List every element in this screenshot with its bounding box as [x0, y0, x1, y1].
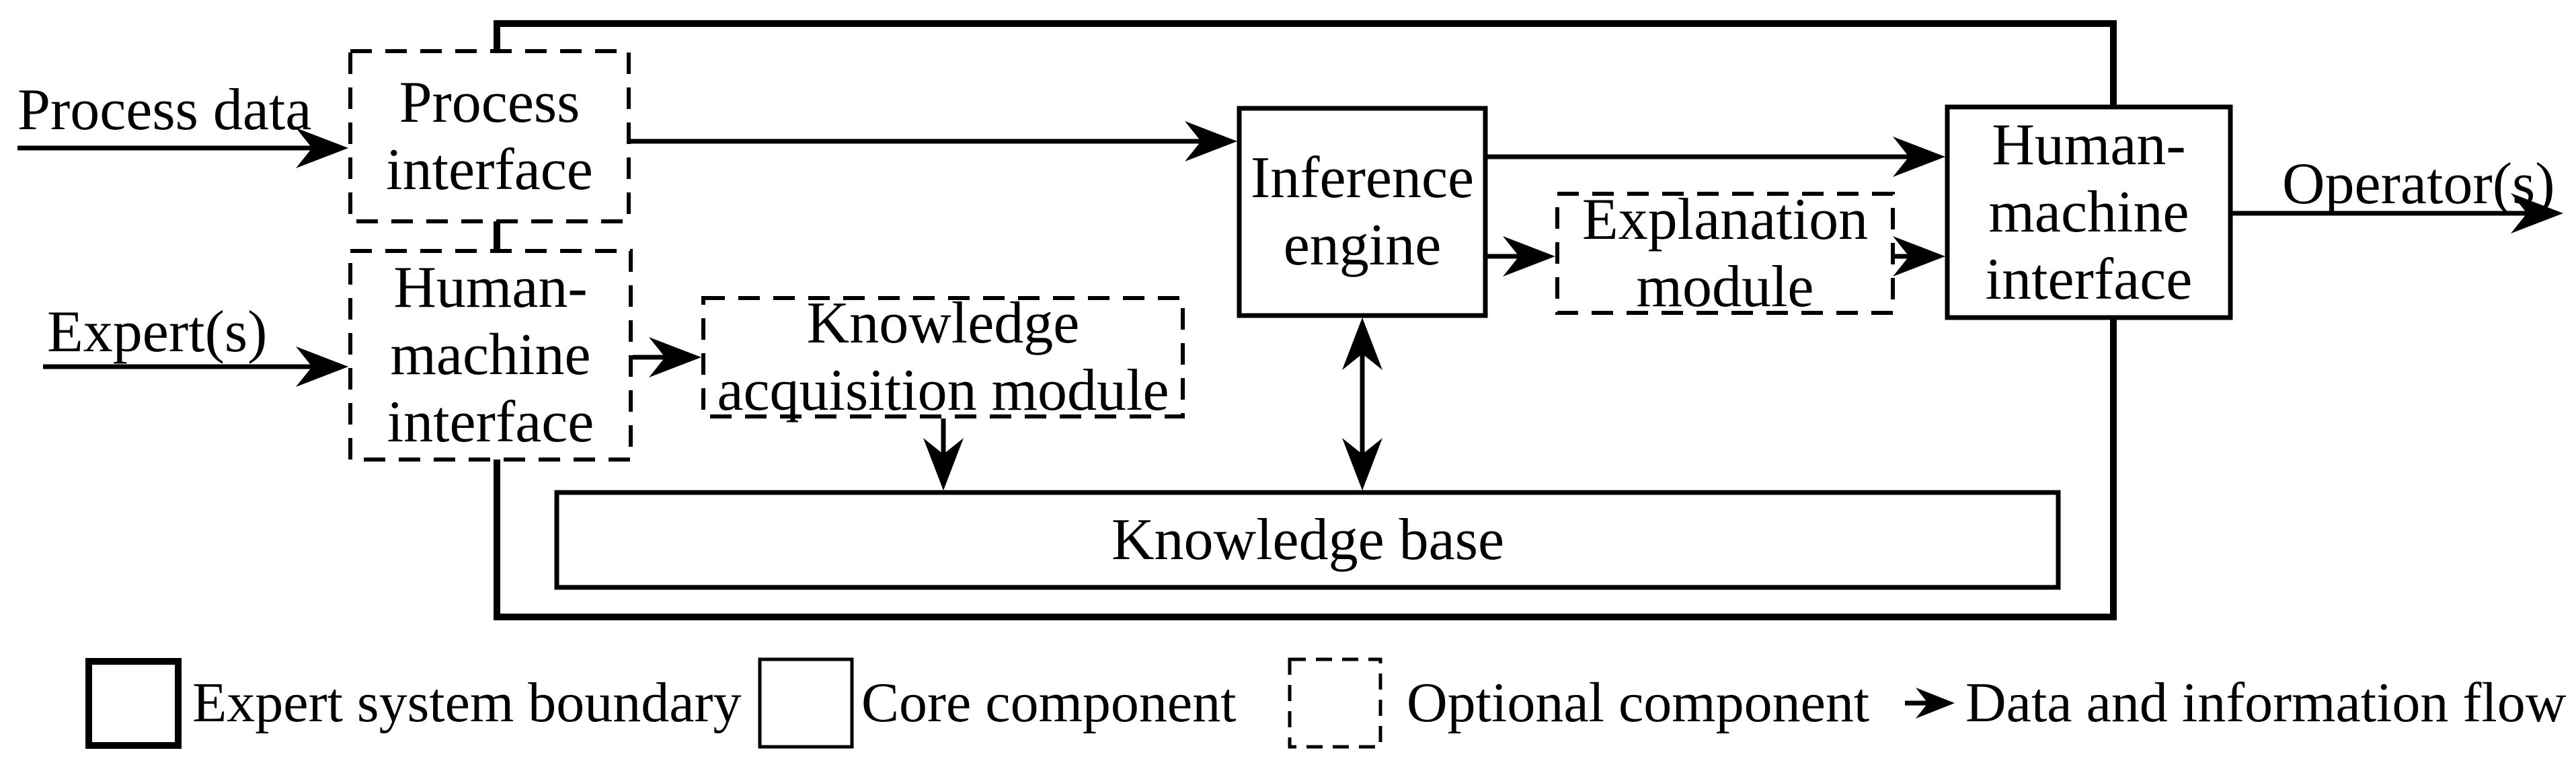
experts-arrow: [43, 346, 348, 387]
legend-optional-swatch: [1288, 657, 1382, 749]
process-data-arrow: [17, 128, 348, 168]
data-flow-arrow-icon: [1905, 688, 1955, 719]
legend-boundary-swatch: [85, 658, 182, 749]
explanation-to-hmi-arrow: [1893, 236, 1945, 277]
inference-to-explanation-arrow: [1487, 236, 1555, 277]
inference-engine-box: [1237, 106, 1488, 318]
inference-to-hmi-arrow: [1487, 137, 1945, 177]
human-machine-interface-left-box: [348, 249, 633, 462]
legend-core-swatch: [758, 657, 854, 749]
human-machine-interface-right-box: [1945, 104, 2233, 320]
knowledge-base-box: [554, 490, 2061, 590]
knowledge-acquisition-module-box: [701, 296, 1185, 418]
process-interface-to-inference-arrow: [631, 121, 1237, 161]
knowledge-acquisition-to-knowledge-base-arrow: [923, 418, 964, 490]
inference-knowledge-base-double-arrow: [1342, 318, 1382, 490]
hmi-to-knowledge-acquisition-arrow: [633, 337, 701, 377]
hmi-to-operators-arrow: [2232, 193, 2563, 233]
explanation-module-box: [1555, 192, 1895, 315]
process-interface-box: [348, 49, 631, 223]
